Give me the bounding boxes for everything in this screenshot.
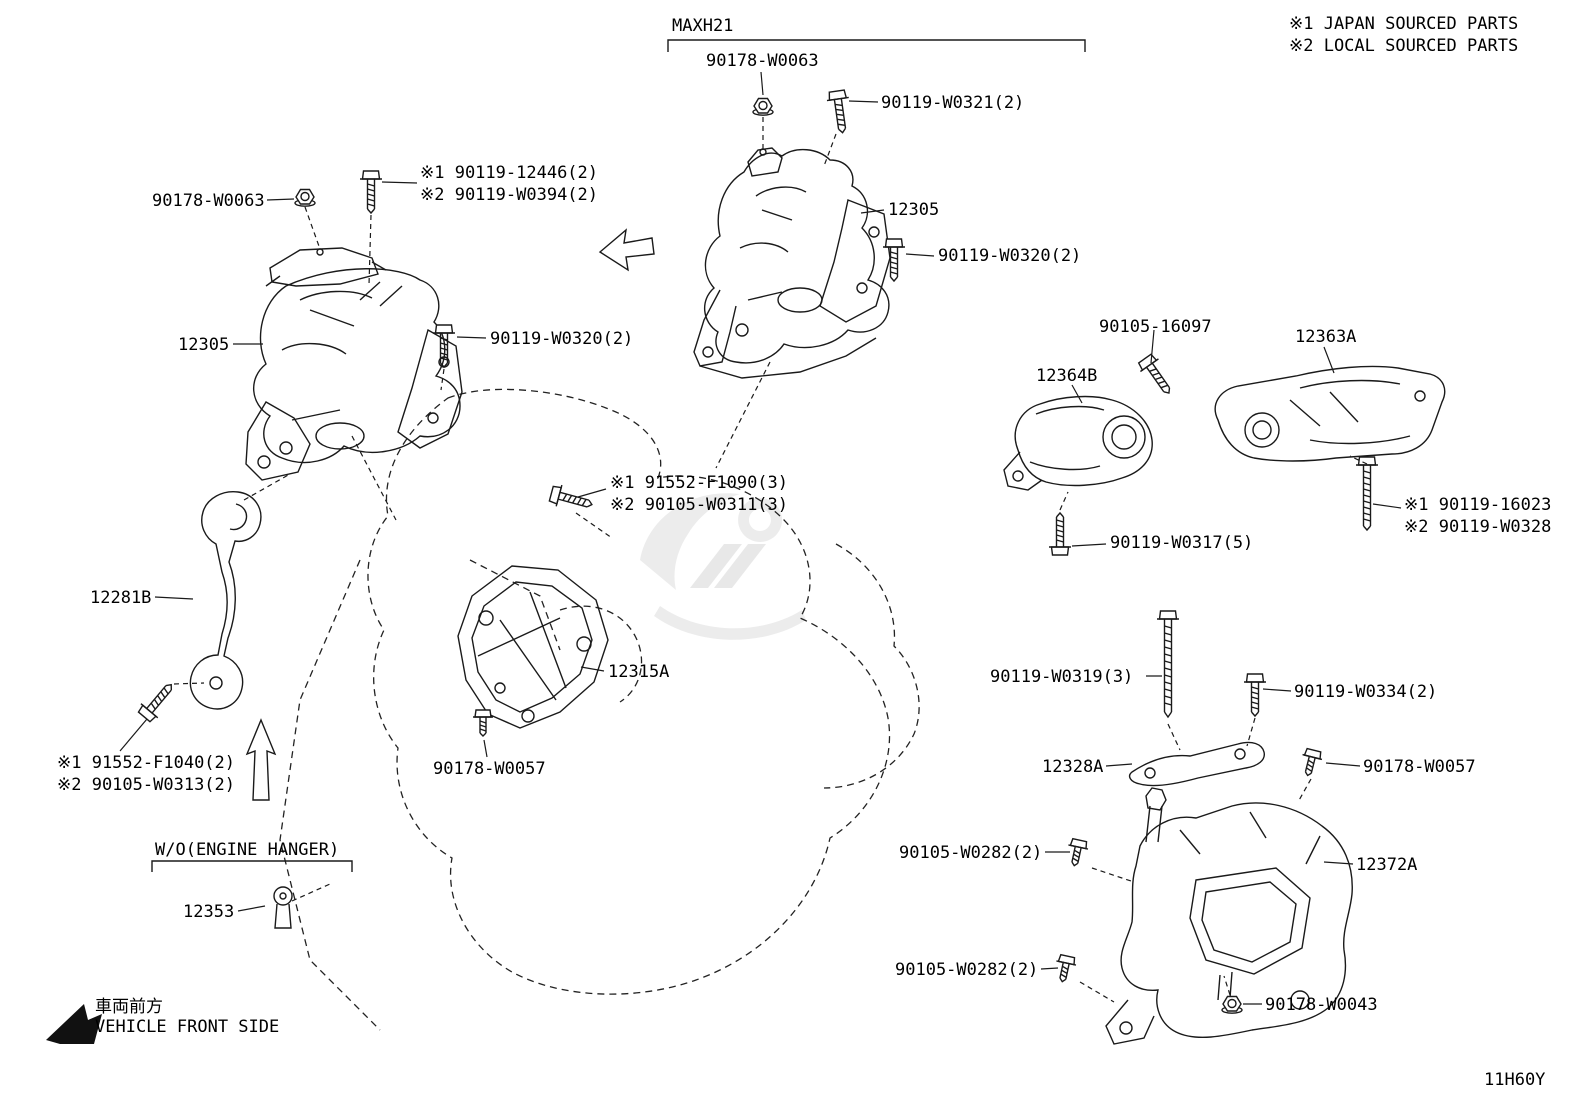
vehicle-front-en-label: VEHICLE FRONT SIDE (95, 1017, 280, 1037)
bolt-90119-w0334 (1243, 673, 1267, 717)
wo-engine-hanger-bracket (151, 860, 353, 872)
callout-90178-w0063-left: 90178-W0063 (152, 191, 265, 211)
bolt-90119-12446 (359, 170, 383, 214)
vehicle-front-arrow-icon (46, 1004, 102, 1044)
callout-90178-w0043: 90178-W0043 (1265, 995, 1378, 1015)
callout-91552-f1040: ※1 91552-F1040(2) (57, 753, 236, 773)
bolt-90105-16097 (1135, 351, 1179, 401)
callout-90119-16023: ※1 90119-16023 (1404, 495, 1552, 515)
insert-arrow-icon (245, 718, 277, 801)
part-label-12363a: 12363A (1295, 327, 1357, 347)
callout-90105-w0282-lower: 90105-W0282(2) (895, 960, 1039, 980)
nut-90178-w0043 (1221, 995, 1243, 1014)
callout-90119-w0317: 90119-W0317(5) (1110, 533, 1254, 553)
callout-90105-16097: 90105-16097 (1099, 317, 1212, 337)
nut-90178-w0063-left (294, 188, 316, 207)
part-label-12328a: 12328A (1042, 757, 1104, 777)
callout-90119-w0334: 90119-W0334(2) (1294, 682, 1438, 702)
engine-outline (279, 388, 920, 1031)
bolt-90178-w0057-center (472, 709, 494, 737)
part-12305-right-drawing (693, 147, 891, 379)
callout-90119-w0328: ※2 90119-W0328 (1404, 517, 1552, 537)
direction-arrows (46, 228, 655, 1044)
nut-90178-w0063-top (752, 97, 774, 116)
part-12305-left-drawing (245, 247, 463, 481)
part-label-12305-right: 12305 (888, 200, 940, 220)
watermark (640, 493, 806, 640)
wo-engine-hanger-label: W/O(ENGINE HANGER) (155, 840, 340, 860)
drawing-code-label: 11H60Y (1484, 1070, 1546, 1090)
part-label-12281b: 12281B (90, 588, 152, 608)
part-label-12372a: 12372A (1356, 855, 1418, 875)
assembly-code-label: MAXH21 (672, 16, 734, 36)
bolt-91552-f1040 (135, 676, 181, 725)
part-label-12305-left: 12305 (178, 335, 230, 355)
callout-90105-w0311: ※2 90105-W0311(3) (610, 495, 789, 515)
bolt-90119-w0319 (1156, 610, 1180, 718)
part-label-12364b: 12364B (1036, 366, 1098, 386)
part-12328a-drawing (1128, 741, 1265, 787)
callout-90119-w0321: 90119-W0321(2) (881, 93, 1025, 113)
callout-90105-w0313: ※2 90105-W0313(2) (57, 775, 236, 795)
callout-90178-w0063-top: 90178-W0063 (706, 51, 819, 71)
japan-sourced-note: ※1 JAPAN SOURCED PARTS (1289, 14, 1519, 34)
maxh21-bracket (667, 39, 1086, 52)
local-sourced-note: ※2 LOCAL SOURCED PARTS (1289, 36, 1519, 56)
callout-90119-12446: ※1 90119-12446(2) (420, 163, 599, 183)
part-label-12353: 12353 (183, 902, 235, 922)
part-12364b-drawing (1003, 395, 1153, 491)
bolt-90178-w0057-right (1297, 747, 1325, 779)
leader-lines (119, 71, 1402, 1005)
part-12315a-drawing (457, 565, 609, 729)
bolt-90119-16023 (1355, 456, 1379, 531)
callout-91552-f1090: ※1 91552-F1090(3) (610, 473, 789, 493)
group-brackets (151, 39, 1086, 872)
part-12372a-drawing (1105, 787, 1353, 1045)
part-12353-drawing (273, 886, 293, 929)
part-12281b-drawing (189, 491, 262, 710)
callout-90119-w0319: 90119-W0319(3) (990, 667, 1134, 687)
vehicle-front-jp-label: 車両前方 (95, 997, 163, 1017)
part-12363a-drawing (1214, 365, 1446, 462)
callout-90119-w0394: ※2 90119-W0394(2) (420, 185, 599, 205)
bolt-90119-w0321 (825, 88, 855, 135)
bolt-90105-w0282-upper (1063, 837, 1091, 869)
bolt-90105-w0282-lower (1051, 953, 1079, 985)
association-dashed-lines (173, 117, 1368, 1003)
bolt-90119-w0317 (1048, 512, 1072, 556)
callout-90105-w0282-upper: 90105-W0282(2) (899, 843, 1043, 863)
assembly-arrow-icon (598, 228, 655, 272)
callout-90119-w0320-right: 90119-W0320(2) (938, 246, 1082, 266)
part-label-12315a: 12315A (608, 662, 670, 682)
bolt-91552-f1090 (547, 482, 596, 516)
callout-90119-w0320-left: 90119-W0320(2) (490, 329, 634, 349)
callout-90178-w0057-center: 90178-W0057 (433, 759, 546, 779)
callout-90178-w0057-right: 90178-W0057 (1363, 757, 1476, 777)
bolt-90119-w0320-right (882, 238, 906, 282)
